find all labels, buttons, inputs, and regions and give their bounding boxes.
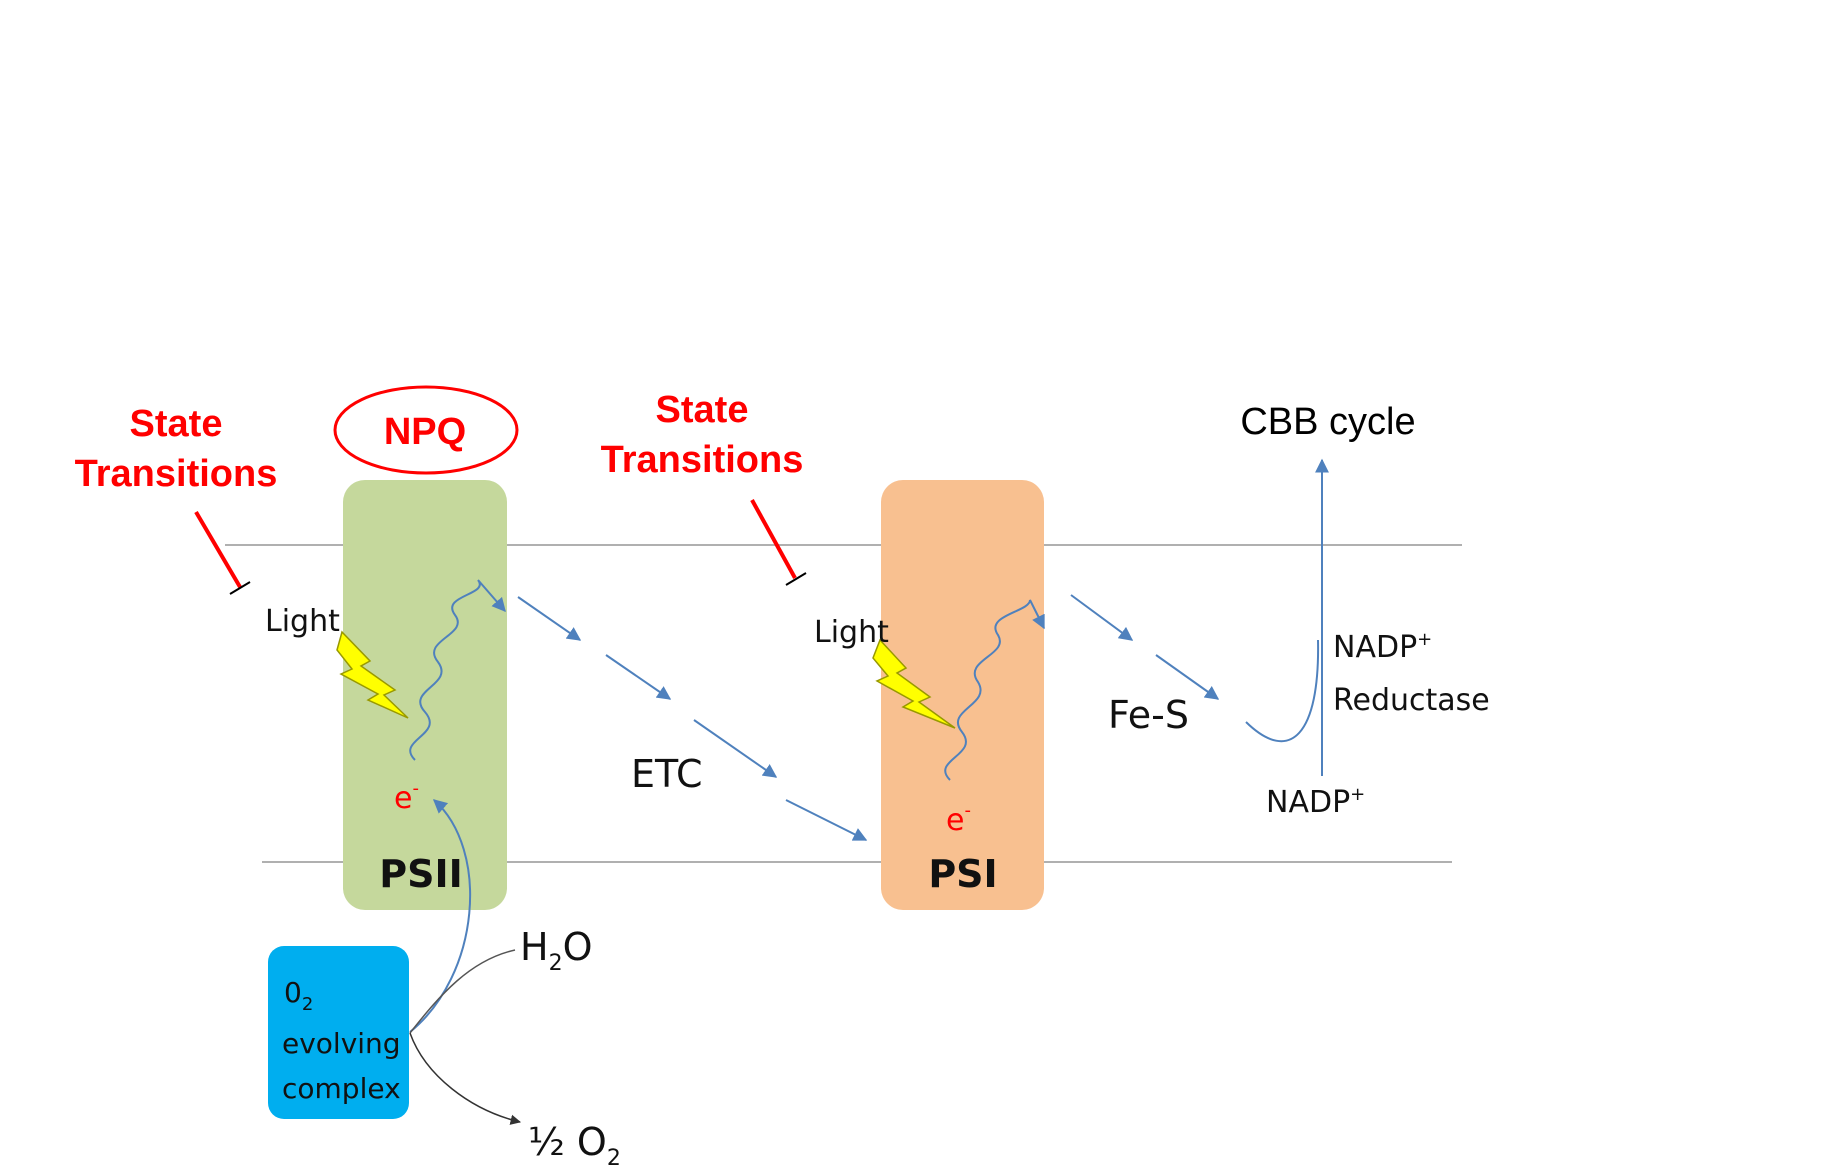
oxygen-label: ½ O2: [528, 1120, 621, 1171]
psii-excitation-wave-arrow: [409, 579, 506, 761]
water-arrow: [409, 949, 516, 1034]
nadp-reductase-curve: [1245, 639, 1320, 742]
psii-lightning-bolt-icon: [336, 630, 409, 719]
state-transitions-right-label-line1: State: [656, 389, 749, 431]
psi-lightning-bolt-icon: [872, 638, 956, 729]
psi-box: [881, 480, 1044, 910]
state-transitions-right-inhibitor: [750, 499, 807, 586]
npq-ellipse: [333, 385, 519, 475]
psii-label: PSII: [379, 852, 463, 896]
nadp-plus-label: NADP+: [1266, 784, 1365, 820]
fes-label: Fe-S: [1108, 693, 1189, 737]
psi-label: PSI: [928, 852, 997, 896]
cbb-cycle-label: CBB cycle: [1240, 401, 1415, 443]
oxygen-arrow: [409, 1032, 522, 1125]
water-label: H2O: [520, 925, 593, 976]
oec-label-line2: evolving: [282, 1027, 401, 1060]
oec-label-line1: 02: [284, 976, 313, 1015]
nadp-reductase-label-line2: Reductase: [1333, 683, 1490, 718]
psi-electron-label: e-: [946, 800, 971, 838]
etc-label: ETC: [631, 752, 703, 796]
oec-box: [268, 946, 409, 1119]
oec-label-line3: complex: [282, 1072, 401, 1105]
psi-light-label: Light: [814, 615, 889, 650]
oec-to-psii-electron-arrow: [409, 799, 472, 1033]
nadp-reductase-label-line1: NADP+: [1333, 629, 1432, 665]
etc-arrows: [517, 596, 868, 841]
psii-box: [343, 480, 507, 910]
state-transitions-right-label-line2: Transitions: [601, 439, 804, 481]
psi-excitation-wave-arrow: [944, 599, 1045, 781]
state-transitions-left-label-line2: Transitions: [75, 453, 278, 495]
psii-electron-label: e-: [394, 778, 419, 816]
psii-light-label: Light: [265, 604, 340, 639]
state-transitions-left-inhibitor: [194, 510, 251, 595]
npq-label: NPQ: [384, 411, 466, 453]
fes-arrows: [1070, 594, 1220, 700]
state-transitions-left-label-line1: State: [130, 403, 223, 445]
